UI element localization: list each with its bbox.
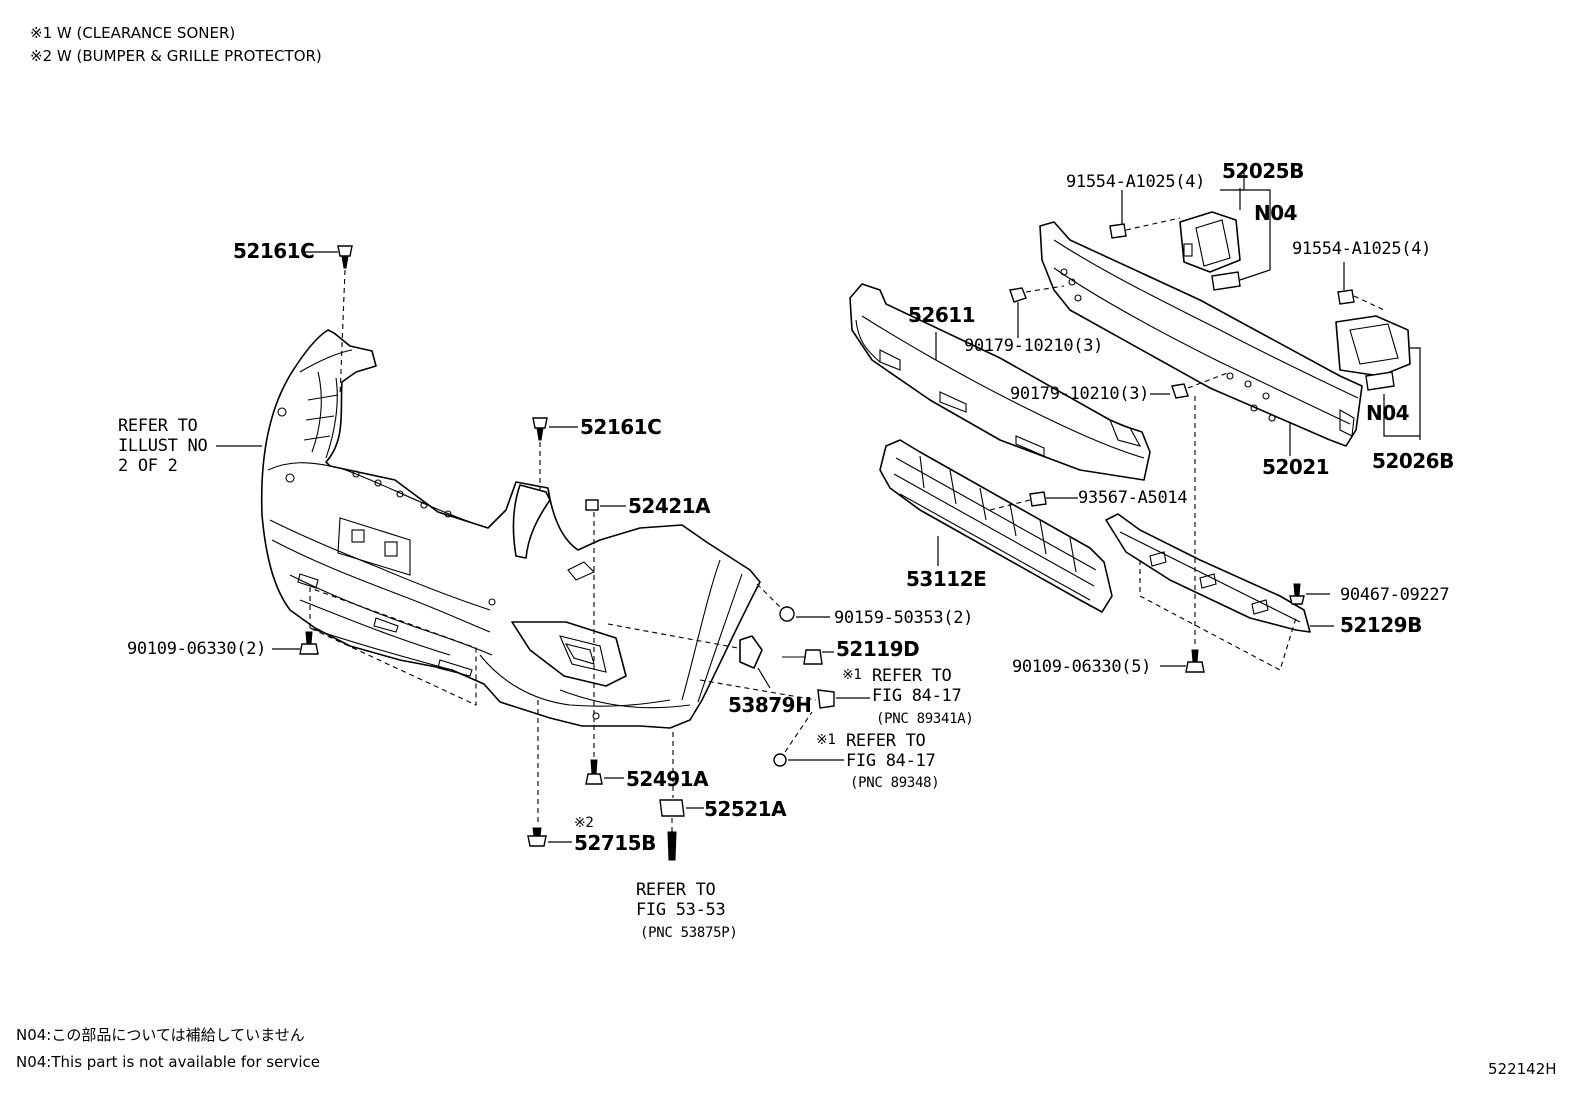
figure-id: 522142H (1488, 1060, 1557, 1078)
label-refer-84-17-a: REFER TO FIG 84-17 (872, 666, 962, 706)
mark-w1-b: ※1 (816, 732, 836, 748)
label-53879H[interactable]: 53879H (728, 693, 812, 717)
reinforcement-drawing (1009, 221, 1363, 456)
label-91554-top[interactable]: 91554-A1025(4) (1066, 172, 1206, 192)
label-52521A[interactable]: 52521A (704, 797, 787, 821)
label-93567[interactable]: 93567-A5014 (1078, 488, 1188, 508)
mark-w1-a: ※1 (842, 667, 862, 683)
label-n04-top: N04 (1254, 201, 1298, 225)
label-53112E[interactable]: 53112E (906, 567, 987, 591)
bumper-hardware (216, 245, 870, 861)
bumper-cover-drawing (260, 329, 761, 729)
label-52025B[interactable]: 52025B (1222, 159, 1304, 183)
note-n04-jp: N04:この部品については補給していません (16, 1026, 305, 1044)
label-90467[interactable]: 90467-09227 (1340, 585, 1450, 605)
label-90159[interactable]: 90159-50353(2) (834, 608, 974, 628)
label-52715B[interactable]: 52715B (574, 831, 656, 855)
note-w2: ※2 W (BUMPER & GRILLE PROTECTOR) (30, 47, 322, 65)
label-90109-left[interactable]: 90109-06330(2) (127, 639, 267, 659)
label-pnc-89348[interactable]: (PNC 89348) (850, 775, 940, 791)
label-refer-84-17-b: REFER TO FIG 84-17 (846, 731, 936, 771)
note-w1: ※1 W (CLEARANCE SONER) (30, 24, 236, 42)
label-52021[interactable]: 52021 (1262, 455, 1330, 479)
label-52129B[interactable]: 52129B (1340, 613, 1422, 637)
label-52161C-mid[interactable]: 52161C (580, 415, 662, 439)
label-52119D[interactable]: 52119D (836, 637, 920, 661)
label-pnc-53875P[interactable]: (PNC 53875P) (640, 925, 738, 941)
label-91554-right[interactable]: 91554-A1025(4) (1292, 239, 1432, 259)
bracket-drawing (1109, 172, 1421, 440)
label-refer-53-53: REFER TO FIG 53-53 (636, 880, 726, 920)
label-52421A[interactable]: 52421A (628, 494, 711, 518)
label-52611[interactable]: 52611 (908, 303, 976, 327)
skid-plate-drawing (1105, 396, 1334, 673)
label-52026B[interactable]: 52026B (1372, 449, 1454, 473)
mark-w2: ※2 (574, 815, 594, 831)
grille-drawing (879, 439, 1113, 613)
label-90179-b[interactable]: 90179-10210(3) (1010, 384, 1150, 404)
label-90179-a[interactable]: 90179-10210(3) (964, 336, 1104, 356)
label-52491A[interactable]: 52491A (626, 767, 709, 791)
label-n04-right: N04 (1366, 401, 1410, 425)
label-refer-illust: REFER TO ILLUST NO 2 OF 2 (118, 416, 208, 476)
absorber-drawing (849, 283, 1151, 481)
label-pnc-89341A[interactable]: (PNC 89341A) (876, 711, 974, 727)
note-n04-en: N04:This part is not available for servi… (16, 1053, 320, 1071)
label-90109-right[interactable]: 90109-06330(5) (1012, 657, 1152, 677)
label-52161C-top[interactable]: 52161C (233, 239, 315, 263)
